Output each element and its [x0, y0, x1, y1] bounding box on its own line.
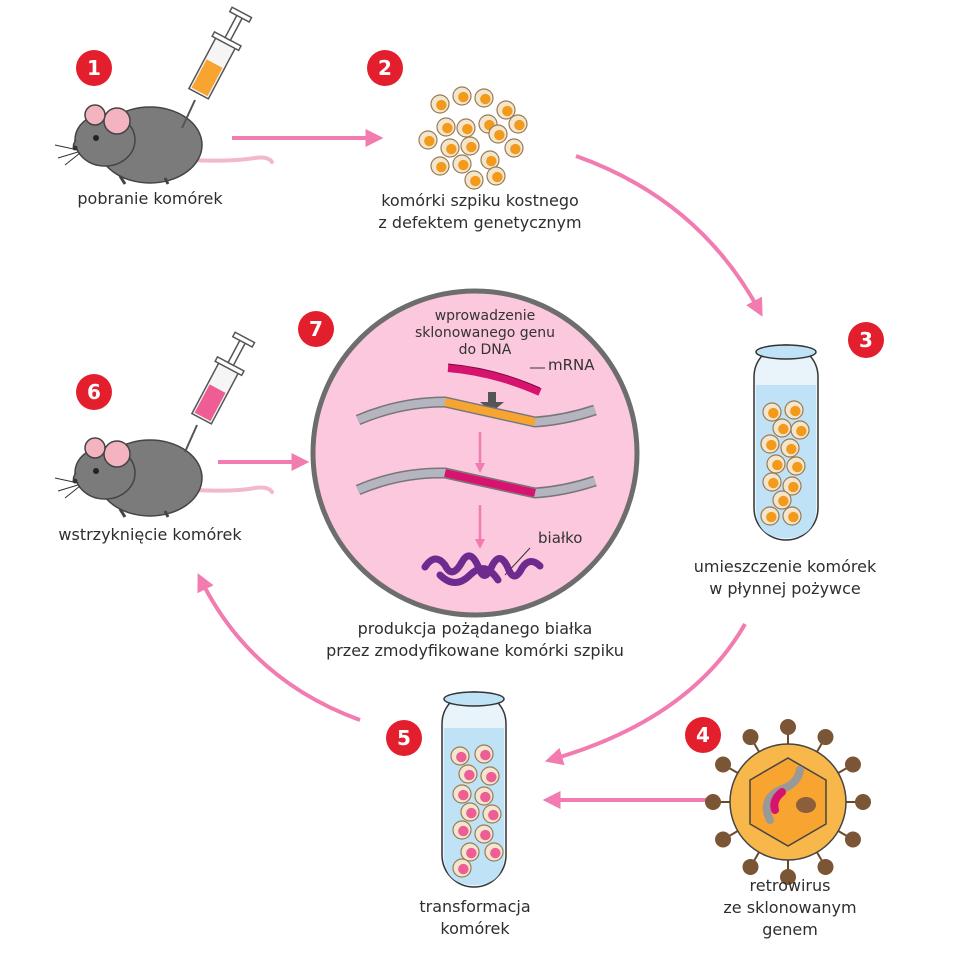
cell [430, 94, 450, 114]
cell [474, 786, 494, 806]
step-label-6: wstrzyknięcie komórek [58, 525, 242, 544]
step-badge-3: 3 [848, 322, 884, 358]
cell [772, 490, 792, 510]
cell [484, 842, 504, 862]
arrow-2-to-3 [575, 154, 763, 317]
retrovirus [705, 719, 871, 885]
step-label-7: produkcja pożądanego białka przez zmodyf… [326, 619, 624, 660]
cell [460, 802, 480, 822]
dna-modified [355, 467, 597, 499]
mrna-strand [447, 364, 542, 396]
step-label-2: komórki szpiku kostnego z defektem genet… [378, 191, 582, 232]
protein-label: białko [538, 529, 583, 547]
step-badge-7: 7 [298, 311, 334, 347]
step-badge-2: 2 [367, 50, 403, 86]
virus-spike [705, 794, 721, 810]
virus-spike [715, 831, 732, 848]
protein-squiggle [421, 552, 544, 586]
cell [456, 118, 476, 138]
virus-spike [817, 858, 834, 875]
virus-spike [715, 756, 732, 773]
virus-spike [742, 729, 759, 746]
cell [504, 138, 524, 158]
cell [436, 117, 456, 137]
virus-spike [855, 794, 871, 810]
cell [430, 156, 450, 176]
step-badge-4: 4 [685, 717, 721, 753]
step-badge-5: 5 [386, 720, 422, 756]
cell [474, 744, 494, 764]
syringe-pink [184, 331, 256, 453]
cell [760, 506, 780, 526]
cell [766, 454, 786, 474]
cell [460, 842, 480, 862]
cell [452, 86, 472, 106]
cell [508, 114, 528, 134]
bone-marrow-cells [418, 86, 528, 190]
step-badge-1: 1 [76, 50, 112, 86]
test-tube-5 [441, 691, 507, 888]
cell [780, 438, 800, 458]
arrow-3-to-5 [544, 623, 747, 766]
step-badge-6: 6 [76, 374, 112, 410]
step-label-3: umieszczenie komórek w płynnej pożywce [693, 557, 877, 598]
cell [762, 402, 782, 422]
step-label-5: transformacja komórek [419, 897, 531, 938]
cell [760, 434, 780, 454]
virus-spike [844, 756, 861, 773]
cell [480, 766, 500, 786]
cell [464, 170, 484, 190]
virus-spike [817, 729, 834, 746]
cell [782, 506, 802, 526]
cell [452, 858, 472, 878]
mouse-1 [54, 104, 274, 185]
cell [452, 784, 472, 804]
mrna-label: mRNA [548, 356, 595, 374]
cell [482, 804, 502, 824]
step-label-1: pobranie komórek [77, 189, 223, 208]
mouse-6 [54, 437, 274, 518]
cell [440, 138, 460, 158]
syringe-orange [181, 6, 253, 129]
virus-spike [780, 869, 796, 885]
cell [762, 472, 782, 492]
cell [782, 476, 802, 496]
step-label-4: retrowirus ze sklonowanym genem [723, 876, 857, 939]
cell [458, 764, 478, 784]
cell [460, 136, 480, 156]
cell [496, 100, 516, 120]
cell [786, 456, 806, 476]
virus-spike [780, 719, 796, 735]
virus-spike [742, 858, 759, 875]
dna-with-gene [355, 396, 597, 428]
virus-spike [844, 831, 861, 848]
inset-intro-label: wprowadzenie sklonowanego genu do DNA [415, 308, 555, 358]
cell [790, 420, 810, 440]
cell [474, 88, 494, 108]
arrow-5-to-6 [197, 573, 361, 722]
cell [452, 154, 472, 174]
test-tube-3 [753, 344, 819, 541]
cell [418, 130, 438, 150]
cell [488, 124, 508, 144]
cell [772, 418, 792, 438]
cell [784, 400, 804, 420]
gene-insertion-inset [310, 288, 640, 618]
cell [474, 824, 494, 844]
cell [480, 150, 500, 170]
cell [450, 746, 470, 766]
cell [452, 820, 472, 840]
cell [486, 166, 506, 186]
